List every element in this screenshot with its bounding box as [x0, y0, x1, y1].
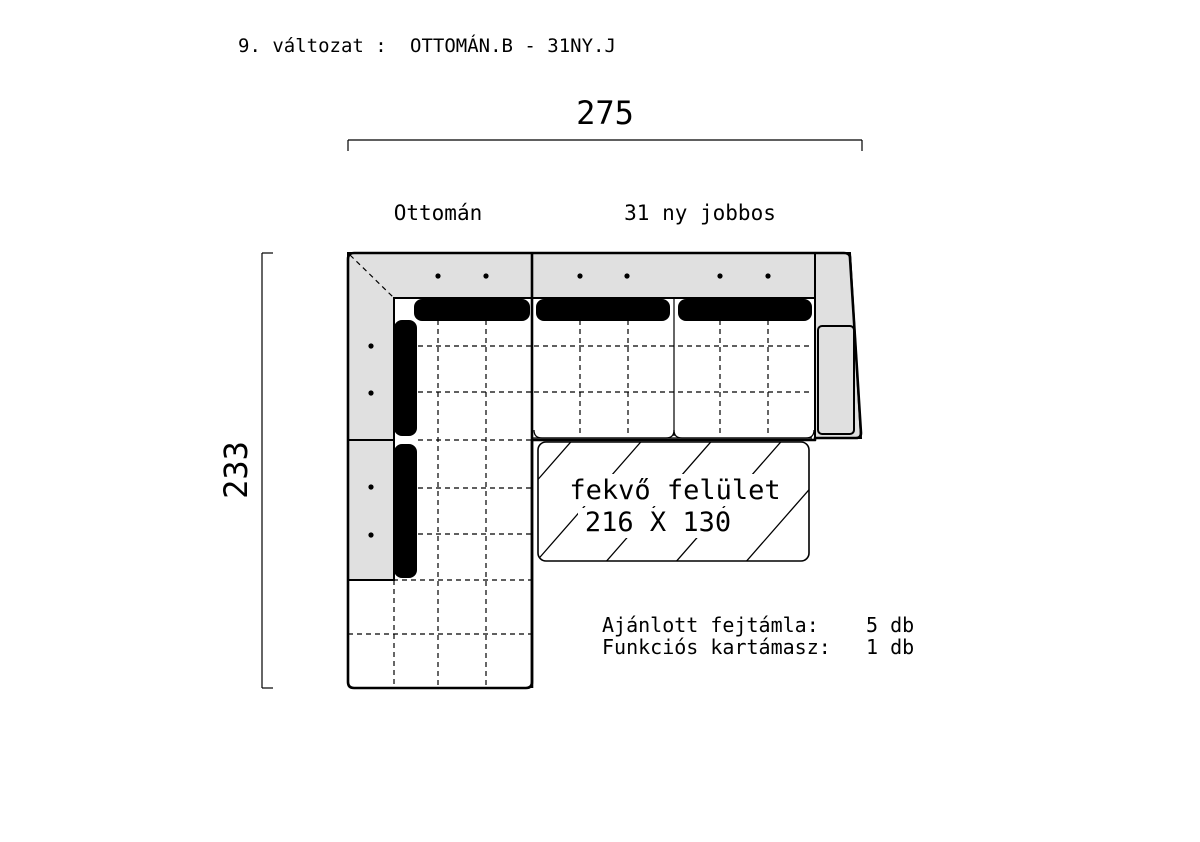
note-headrest-label: Ajánlott fejtámla: [602, 613, 819, 637]
bed-area-title: fekvő felület [569, 475, 780, 506]
depth-value: 233 [217, 441, 255, 499]
module-label-ottoman: Ottomán [394, 201, 483, 225]
ottoman-seat-grid [348, 320, 532, 686]
backrest-dots [368, 273, 771, 538]
variant-code: OTTOMÁN.B - 31NY.J [410, 34, 616, 57]
module-label-right: 31 ny jobbos [624, 201, 776, 225]
variant-label: 9. változat : [238, 35, 387, 57]
headrest-4 [394, 320, 417, 436]
width-dimension: 275 [347, 94, 863, 151]
headrest-3 [678, 299, 812, 321]
notes: Ajánlott fejtámla: 5 db Funkciós kartáma… [602, 613, 914, 659]
right-armrest-inner [817, 325, 855, 435]
headrest-1 [414, 299, 530, 321]
note-headrest-value: 5 db [866, 613, 914, 637]
headrest-2 [536, 299, 670, 321]
bed-area: fekvő felület 216 X 130 [537, 441, 810, 562]
ottoman-side-backrest [347, 439, 395, 581]
depth-dimension: 233 [217, 252, 273, 689]
headrest-5 [394, 444, 417, 578]
bed-area-size: 216 X 130 [585, 507, 731, 538]
note-armrest-value: 1 db [866, 635, 914, 659]
note-armrest-label: Funkciós kartámasz: [602, 635, 831, 659]
width-value: 275 [576, 94, 634, 132]
right-backrest [531, 252, 816, 299]
sofa-plan [346, 251, 863, 690]
right-seat-grid [534, 298, 812, 436]
